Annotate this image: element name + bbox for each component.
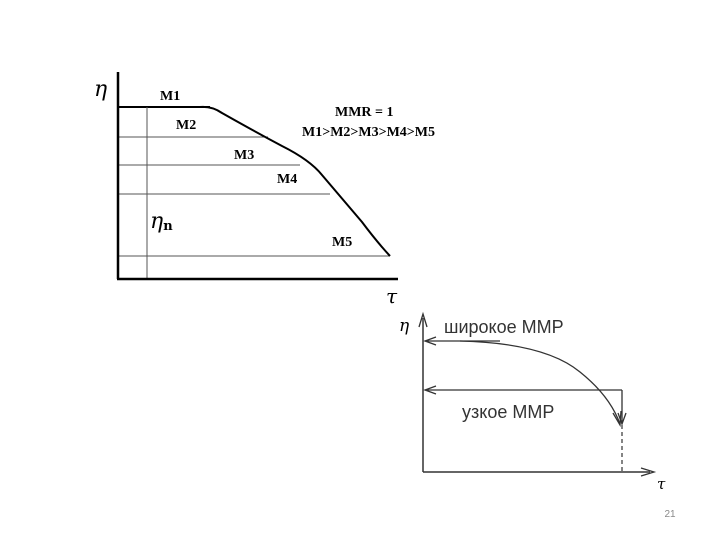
x-axis-2-arrow [640,467,657,477]
mmr-label: MMR = 1 [335,105,394,120]
level-label-m2: M2 [176,118,196,133]
level-label-m4: M4 [277,172,297,187]
y-axis-label: η [94,77,107,102]
order-label: M1>M2>M3>M4>M5 [302,125,435,140]
eta-n-label: ηn [150,209,173,234]
wide-mmr-curve [459,340,621,425]
y-axis-2-arrow [418,311,428,328]
wide-mmr-arrow [423,336,437,346]
wide-mmr-label: широкое ММР [444,317,564,337]
diagram-1: η τ ηn M1 M2 M3 M4 M5 MMR = 1 M1>M2>M3>M… [94,72,435,308]
diagram-2: η τ широкое ММР узкое ММР [399,311,666,493]
viscosity-curve [199,105,391,257]
narrow-mmr-label: узкое ММР [462,402,554,422]
wide-mmr-curve-arrow [612,410,622,428]
x-axis-label-2: τ [657,475,666,493]
narrow-mmr-arrow [423,385,437,395]
level-label-m5: M5 [332,235,352,250]
level-label-m1: M1 [160,89,180,104]
page-number: 21 [664,509,676,520]
y-axis-label-2: η [399,316,410,336]
narrow-mmr-drop-arrow [617,412,627,426]
level-label-m3: M3 [234,148,254,163]
x-axis-label: τ [386,284,398,308]
